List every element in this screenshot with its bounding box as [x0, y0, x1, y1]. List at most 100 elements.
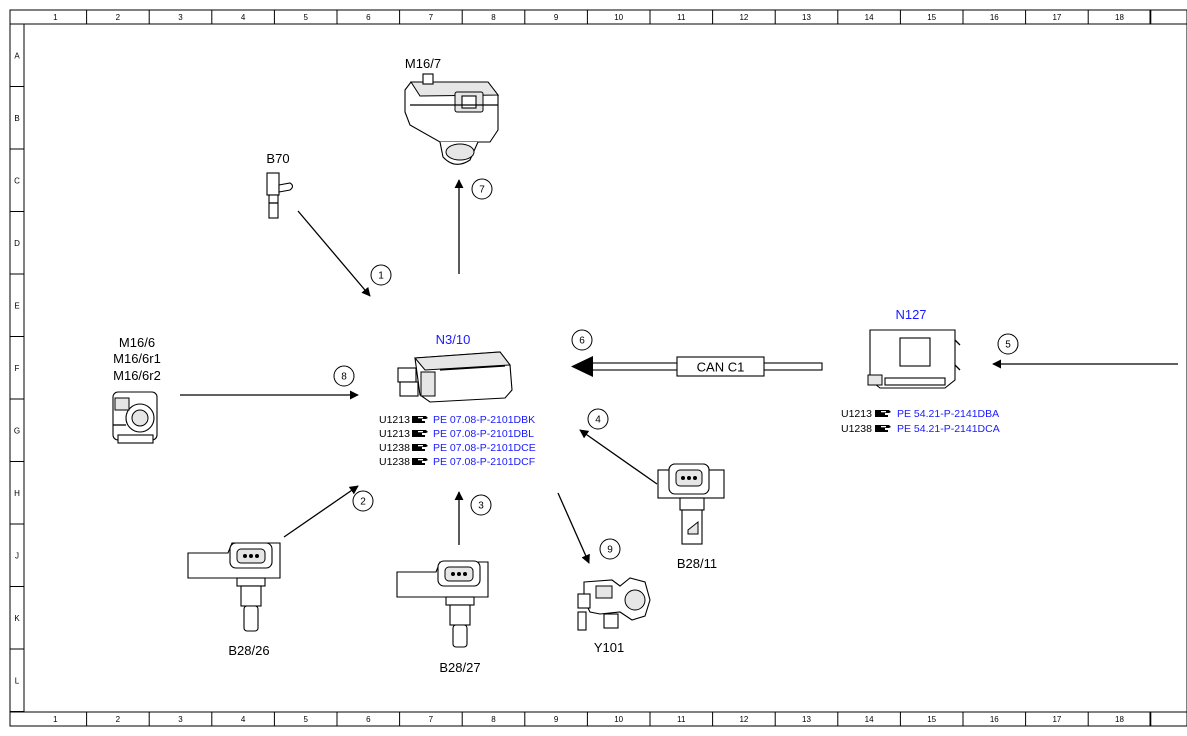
svg-text:U1213: U1213	[379, 428, 410, 440]
svg-text:2: 2	[360, 497, 366, 508]
grid-column-label: 13	[802, 13, 811, 22]
reference-row: U1213 PE 07.08-P-2101DBK	[379, 414, 535, 426]
pointing-hand-icon	[875, 425, 891, 432]
throttle-body-icon	[112, 391, 158, 444]
grid-column-label: 5	[303, 715, 308, 724]
pressure-sensor-icon	[657, 463, 725, 545]
grid-column-label: 6	[366, 715, 371, 724]
grid-column-label: 9	[554, 715, 559, 724]
marker-5: 5	[997, 333, 1019, 355]
svg-text:U1238: U1238	[379, 456, 410, 468]
pressure-sensor-icon	[396, 560, 489, 648]
reference-link[interactable]: PE 54.21-P-2141DBA	[897, 408, 999, 420]
grid-column-label: 3	[178, 13, 183, 22]
reference-link[interactable]: PE 07.08-P-2101DCE	[433, 442, 536, 454]
m16-6r1-label: M16/6r1	[113, 351, 161, 366]
grid-column-label: 4	[241, 715, 246, 724]
reference-row: U1213 PE 54.21-P-2141DBA	[841, 408, 999, 420]
svg-text:7: 7	[479, 185, 485, 196]
grid-column-label: 1	[53, 13, 58, 22]
grid-column-label: 7	[429, 13, 434, 22]
marker-3: 3	[470, 494, 492, 516]
pointing-hand-icon	[412, 416, 428, 423]
connection-arrows	[180, 179, 1178, 564]
grid-column-label: 10	[614, 715, 623, 724]
m16-6r2-label: M16/6r2	[113, 368, 161, 383]
component-m16-7: M16/7	[404, 56, 500, 165]
component-y101: Y101	[577, 577, 651, 655]
grid-column-label: 17	[1052, 13, 1061, 22]
grid-row-label: K	[14, 614, 20, 623]
grid-column-label: 18	[1115, 715, 1124, 724]
grid-column-label: 12	[739, 715, 748, 724]
marker-7: 7	[471, 178, 493, 200]
crankshaft-sensor-icon	[266, 172, 294, 219]
marker-1: 1	[370, 264, 392, 286]
valve-icon	[577, 577, 651, 631]
b28-11-label: B28/11	[677, 556, 717, 571]
component-b28-26: B28/26	[187, 542, 281, 658]
svg-text:1: 1	[378, 271, 384, 282]
grid-column-label: 17	[1052, 715, 1061, 724]
grid-column-label: 11	[677, 13, 686, 22]
pointing-hand-icon	[412, 444, 428, 451]
component-b28-27: B28/27	[396, 560, 489, 675]
m16-6-label: M16/6	[119, 335, 155, 350]
b28-26-label: B28/26	[228, 643, 269, 658]
n127-reference-list: U1213 PE 54.21-P-2141DBA U1238 PE 54.21-…	[841, 408, 1000, 435]
svg-text:6: 6	[579, 336, 585, 347]
grid-column-label: 6	[366, 13, 371, 22]
grid-row-label: L	[15, 676, 20, 685]
component-n3-10: N3/10 U1213 PE 07.08-P-2101DBK U1213 PE …	[379, 332, 536, 468]
grid-column-label: 16	[990, 13, 999, 22]
grid-row-label: B	[14, 114, 19, 123]
grid-column-label: 8	[491, 715, 496, 724]
ecu-icon	[397, 351, 513, 403]
reference-link[interactable]: PE 54.21-P-2141DCA	[897, 423, 1000, 435]
grid-row-label: C	[14, 176, 20, 185]
svg-text:4: 4	[595, 415, 601, 426]
component-n127: N127 U1213 PE 54.21-P-2141DBA U1238 PE 5…	[841, 307, 1000, 435]
b28-27-label: B28/27	[439, 660, 480, 675]
connection-markers: 1 2 3 4 5 6 7 8 9	[333, 178, 1019, 560]
grid-column-label: 8	[491, 13, 496, 22]
grid-row-label: A	[14, 51, 20, 60]
pointing-hand-icon	[875, 410, 891, 417]
grid-column-label: 5	[303, 13, 308, 22]
grid-column-label: 14	[865, 13, 874, 22]
grid-column-label: 3	[178, 715, 183, 724]
grid-column-label: 10	[614, 13, 623, 22]
svg-text:U1213: U1213	[841, 408, 872, 420]
grid-column-label: 9	[554, 13, 559, 22]
grid-column-label: 2	[116, 715, 121, 724]
m16-7-label: M16/7	[405, 56, 441, 71]
reference-link[interactable]: PE 07.08-P-2101DCF	[433, 456, 535, 468]
reference-link[interactable]: PE 07.08-P-2101DBK	[433, 414, 535, 426]
grid-column-label: 4	[241, 13, 246, 22]
svg-text:3: 3	[478, 501, 484, 512]
n3-10-label: N3/10	[436, 332, 471, 347]
n3-10-reference-list: U1213 PE 07.08-P-2101DBK U1213 PE 07.08-…	[379, 414, 536, 468]
column-ticks: 1122334455667788991010111112121313141415…	[53, 10, 1152, 726]
drawing-frame: 1122334455667788991010111112121313141415…	[9, 9, 1187, 727]
reference-row: U1238 PE 54.21-P-2141DCA	[841, 423, 1000, 435]
reference-row: U1238 PE 07.08-P-2101DCF	[379, 456, 535, 468]
grid-row-label: F	[15, 364, 20, 373]
y101-label: Y101	[594, 640, 624, 655]
grid-column-label: 1	[53, 715, 58, 724]
grid-column-label: 14	[865, 715, 874, 724]
grid-column-label: 2	[116, 13, 121, 22]
svg-text:5: 5	[1005, 340, 1011, 351]
can-bus-line: CAN C1	[571, 356, 823, 377]
reference-link[interactable]: PE 07.08-P-2101DBL	[433, 428, 534, 440]
grid-row-label: J	[15, 551, 19, 560]
marker-2: 2	[352, 490, 374, 512]
can-bus-label: CAN C1	[697, 360, 745, 375]
grid-column-label: 16	[990, 715, 999, 724]
pointing-hand-icon	[412, 430, 428, 437]
grid-column-label: 15	[927, 715, 936, 724]
grid-row-label: D	[14, 239, 20, 248]
svg-text:U1238: U1238	[841, 423, 872, 435]
